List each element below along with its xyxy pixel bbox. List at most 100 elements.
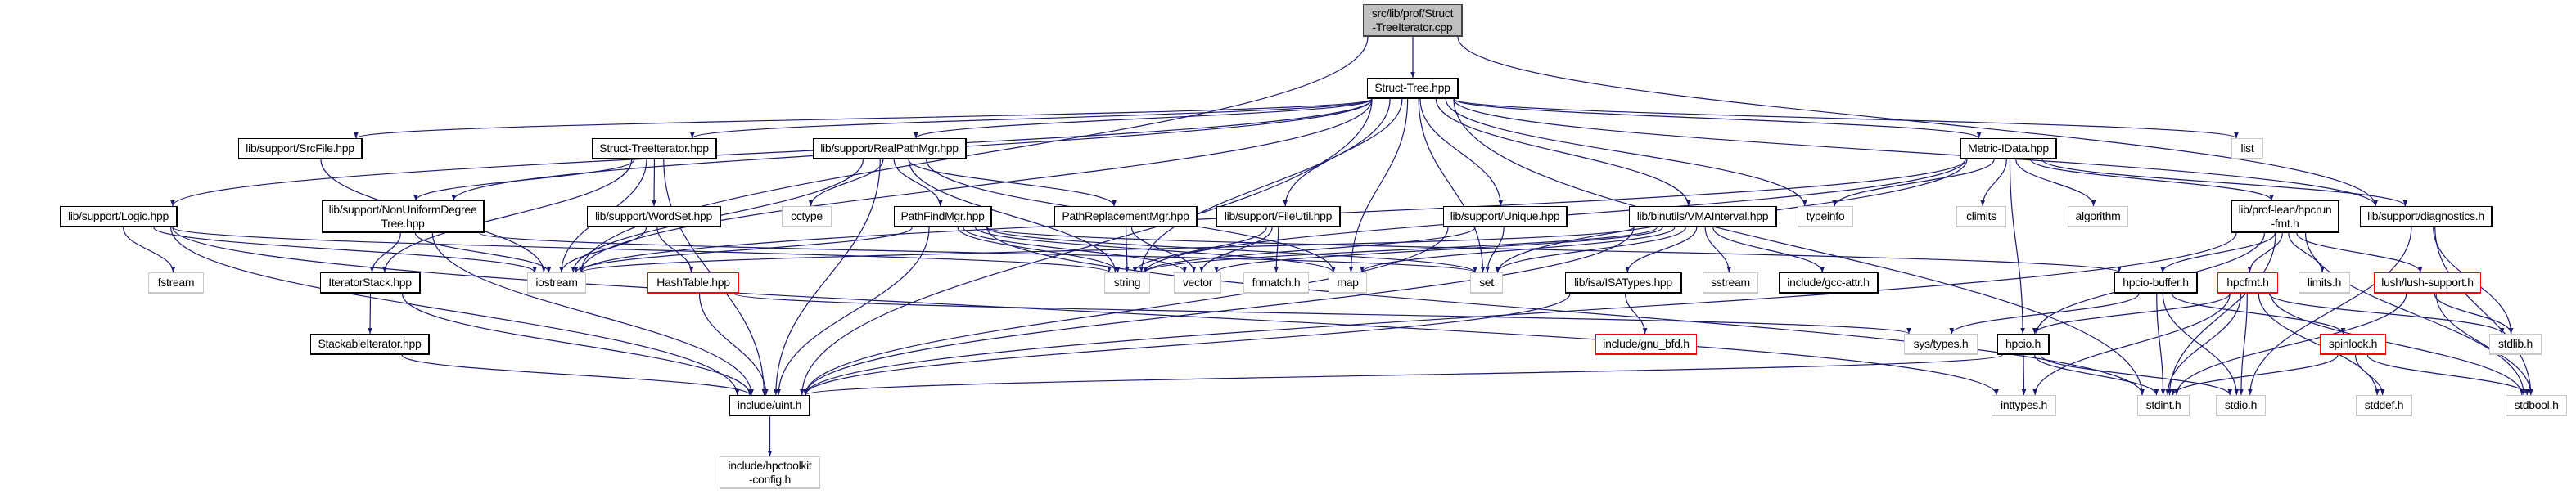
edge-wordset-to-hashtable	[656, 227, 694, 273]
node-stdbool-h[interactable]: stdbool.h	[2506, 395, 2567, 416]
node-cctype[interactable]: cctype	[782, 206, 832, 227]
edge-pathfind-to-uint	[776, 227, 930, 396]
edge-vma-to-set	[1495, 227, 1686, 273]
edge-logic-to-inttypes	[172, 227, 1999, 396]
edge-metric-to-diagnostics	[2041, 159, 2408, 207]
node-stackableiterator-hpp[interactable]: StackableIterator.hpp	[310, 334, 430, 355]
node-set[interactable]: set	[1470, 272, 1503, 294]
node-hpcio-h[interactable]: hpcio.h	[1997, 334, 2050, 355]
edge-realpath-to-pathfind	[893, 159, 943, 207]
node-sys-types-h[interactable]: sys/types.h	[1904, 334, 1978, 355]
node-struct-treeiterator-cpp[interactable]: src/lib/prof/Struct -TreeIterator.cpp	[1363, 4, 1463, 37]
edge-structtree-to-logic	[170, 98, 1373, 207]
node-unique-hpp[interactable]: lib/support/Unique.hpp	[1443, 206, 1568, 227]
node-struct-tree-hpp[interactable]: Struct-Tree.hpp	[1367, 78, 1459, 99]
edge-hpcfmt-to-hpcio	[2032, 293, 2231, 335]
edge-pathrepl-to-vector	[1130, 227, 1197, 273]
node-list[interactable]: list	[2231, 138, 2263, 159]
node-fstream[interactable]: fstream	[148, 272, 204, 294]
node-fileutil-hpp[interactable]: lib/support/FileUtil.hpp	[1216, 206, 1341, 227]
edge-diagnostics-to-stdbool	[2434, 227, 2533, 396]
edge-logic-to-iostream	[153, 227, 537, 273]
node-iostream[interactable]: iostream	[527, 272, 586, 294]
node-isatypes-hpp[interactable]: lib/isa/ISATypes.hpp	[1565, 272, 1682, 294]
edge-hpciobuf-to-spinlock	[2171, 293, 2346, 335]
node-gnu-bfd-h[interactable]: include/gnu_bfd.h	[1595, 334, 1697, 355]
edge-unique-to-string	[1143, 227, 1476, 273]
node-sstream[interactable]: sstream	[1703, 272, 1758, 294]
edge-logic-to-fstream	[123, 227, 176, 273]
node-wordset-hpp[interactable]: lib/support/WordSet.hpp	[587, 206, 721, 227]
edge-lush-to-stdlib	[2434, 293, 2514, 335]
edge-root-to-diagnostics	[1457, 36, 2378, 207]
node-stdlib-h[interactable]: stdlib.h	[2489, 334, 2542, 355]
edge-hpcfmt-to-stdlib	[2268, 293, 2505, 335]
edge-stackable-to-uint	[401, 354, 752, 396]
node-hpcfmt-h[interactable]: hpcfmt.h	[2217, 272, 2278, 294]
edge-structtree-to-srcfile	[354, 98, 1373, 139]
node-srcfile-hpp[interactable]: lib/support/SrcFile.hpp	[238, 138, 363, 159]
node-algorithm[interactable]: algorithm	[2068, 206, 2128, 227]
edge-structtree-to-string	[1139, 98, 1391, 273]
node-hpctoolkit-config-h[interactable]: include/hpctoolkit -config.h	[720, 456, 820, 489]
node-realpathmgr-hpp[interactable]: lib/support/RealPathMgr.hpp	[813, 138, 967, 159]
node-nonuniformdegreetree-hpp[interactable]: lib/support/NonUniformDegree Tree.hpp	[322, 200, 485, 233]
edge-structtree-to-vma	[1435, 98, 1691, 207]
edge-hpcfmt-to-stdio	[2239, 293, 2248, 396]
node-vmainterval-hpp[interactable]: lib/binutils/VMAInterval.hpp	[1629, 206, 1777, 227]
edge-logic-to-uint	[170, 227, 740, 396]
node-uint-h[interactable]: include/uint.h	[729, 395, 810, 416]
node-gcc-attr-h[interactable]: include/gcc-attr.h	[1779, 272, 1879, 294]
node-inttypes-h[interactable]: inttypes.h	[1992, 395, 2056, 416]
edge-pathfind-to-vector	[963, 227, 1188, 273]
node-vector[interactable]: vector	[1174, 272, 1221, 294]
edge-vma-to-uint	[803, 227, 1635, 396]
edge-metric-to-hpcio	[2009, 159, 2025, 335]
edge-vma-to-string	[1143, 227, 1658, 273]
node-spinlock-h[interactable]: spinlock.h	[2320, 334, 2386, 355]
node-struct-treeiterator-hpp[interactable]: Struct-TreeIterator.hpp	[592, 138, 717, 159]
node-string[interactable]: string	[1104, 272, 1150, 294]
node-hpcrun-fmt-h[interactable]: lib/prof-lean/hpcrun -fmt.h	[2231, 200, 2339, 233]
edge-structtree-to-uint	[800, 98, 1373, 396]
node-logic-hpp[interactable]: lib/support/Logic.hpp	[60, 206, 178, 227]
edge-unique-to-set	[1485, 227, 1505, 273]
node-map[interactable]: map	[1329, 272, 1367, 294]
edge-pathfind-to-string	[957, 227, 1121, 273]
node-fnmatch-h[interactable]: fnmatch.h	[1243, 272, 1309, 294]
node-stddef-h[interactable]: stddef.h	[2356, 395, 2412, 416]
edge-structtree-to-iostream	[579, 98, 1373, 273]
edge-isatypes-to-gnubfd	[1625, 293, 1648, 335]
node-stdio-h[interactable]: stdio.h	[2216, 395, 2266, 416]
edge-vma-to-isatypes	[1625, 227, 1698, 273]
edge-logic-to-string	[172, 227, 1112, 273]
edge-diagnostics-to-stdio	[2248, 227, 2412, 396]
edge-realpath-to-string	[908, 159, 1118, 273]
node-lush-support-h[interactable]: lush/lush-support.h	[2374, 272, 2481, 294]
edge-fileutil-to-vector	[1199, 227, 1273, 273]
edge-metric-to-climits	[1980, 159, 2007, 207]
edge-pathfind-to-hpciobuf	[986, 227, 2122, 273]
edge-metric-to-typeinfo	[1832, 159, 1995, 207]
edge-fileutil-to-string	[1132, 227, 1267, 273]
edge-vma-to-gccattr	[1712, 227, 1825, 273]
edge-fileutil-to-fnmatch	[1274, 227, 1279, 273]
edge-vma-to-sstream	[1704, 227, 1732, 273]
edge-structtree-to-stdint	[1453, 98, 2145, 396]
edge-metric-to-algorithm	[2015, 159, 2096, 207]
edge-structtree-to-diagnostics	[1453, 98, 2378, 207]
node-limits-h[interactable]: limits.h	[2299, 272, 2350, 294]
node-pathreplacementmgr-hpp[interactable]: PathReplacementMgr.hpp	[1054, 206, 1198, 227]
node-diagnostics-h[interactable]: lib/support/diagnostics.h	[2360, 206, 2493, 227]
node-iteratorstack-hpp[interactable]: IteratorStack.hpp	[320, 272, 421, 294]
node-metric-idata-hpp[interactable]: Metric-IData.hpp	[1960, 138, 2057, 159]
edge-hpcrunfmt-to-hpciobuf	[2160, 232, 2276, 273]
node-climits[interactable]: climits	[1956, 206, 2006, 227]
node-pathfindmgr-hpp[interactable]: PathFindMgr.hpp	[894, 206, 992, 227]
node-hpcio-buffer-h[interactable]: hpcio-buffer.h	[2114, 272, 2198, 294]
edge-structtree-to-metric	[1453, 98, 1982, 139]
node-typeinfo[interactable]: typeinfo	[1798, 206, 1853, 227]
node-hashtable-hpp[interactable]: HashTable.hpp	[647, 272, 739, 294]
node-stdint-h[interactable]: stdint.h	[2137, 395, 2190, 416]
edge-hpcio-to-stdio	[2040, 354, 2232, 396]
